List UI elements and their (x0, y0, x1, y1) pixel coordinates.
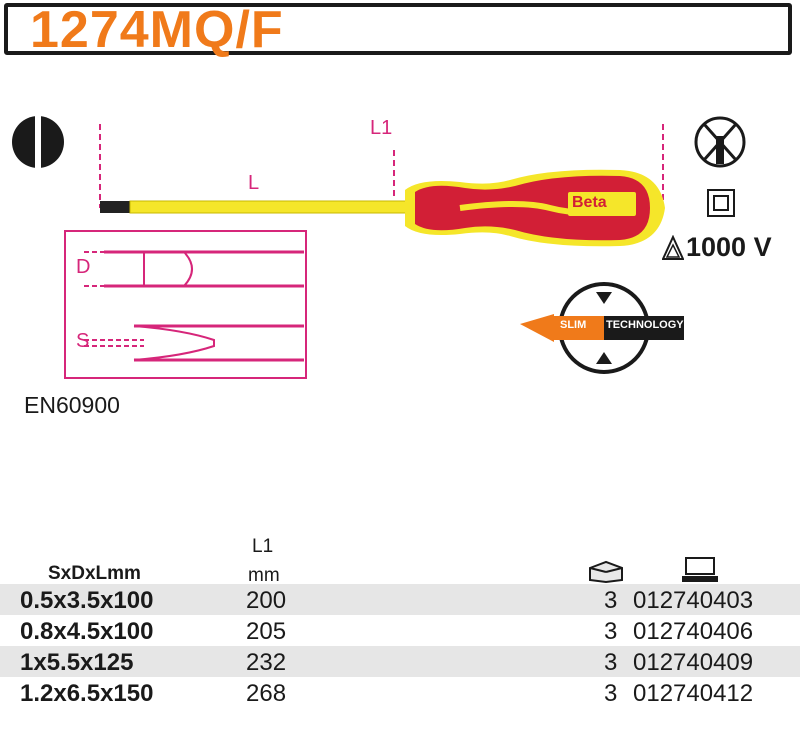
slim-label: SLIM (560, 319, 587, 331)
technology-label: TECHNOLOGY (606, 319, 684, 331)
table-row: 1.2x6.5x150 268 3 012740412 (0, 677, 800, 708)
cell-l1: 268 (246, 680, 287, 707)
cell-code: 012740406 (633, 618, 754, 645)
tip-detail-diagram (64, 230, 307, 379)
cell-qty: 3 (604, 618, 618, 645)
cell-size: 0.5x3.5x100 (20, 587, 154, 614)
table-row: 0.5x3.5x100 200 3 012740403 (0, 584, 800, 615)
cell-size: 1.2x6.5x150 (20, 680, 154, 707)
cell-qty: 3 (604, 649, 618, 676)
voltage-triangle-icon (662, 234, 684, 260)
toolbox-icon (589, 560, 623, 584)
slim-technology-badge (520, 282, 684, 374)
dimension-label-l1: L1 (370, 117, 393, 139)
header-mm: mm (248, 565, 280, 586)
table-row: 1x5.5x125 232 3 012740409 (0, 646, 800, 677)
cell-qty: 3 (604, 587, 618, 614)
cell-code: 012740409 (633, 649, 754, 676)
cell-l1: 200 (246, 587, 287, 614)
brand-logo: Beta (572, 194, 607, 211)
voltage-rating: 1000 V (662, 232, 772, 263)
cell-qty: 3 (604, 680, 618, 707)
dimension-label-l: L (248, 172, 260, 194)
header-size: SxDxLmm (48, 563, 141, 584)
computer-icon (682, 557, 718, 582)
standard-label: EN60900 (24, 392, 120, 418)
table-row: 0.8x4.5x100 205 3 012740406 (0, 615, 800, 646)
cell-code: 012740412 (633, 680, 754, 707)
cell-l1: 232 (246, 649, 287, 676)
slotted-tip-icon (12, 114, 64, 172)
cell-size: 1x5.5x125 (20, 649, 134, 676)
product-table: 0.5x3.5x100 200 3 012740403 0.8x4.5x100 … (0, 584, 800, 708)
insulated-tool-symbol-icon (694, 116, 746, 168)
title-bar: 1274MQ/F (4, 1, 792, 59)
product-title: 1274MQ/F (30, 1, 284, 59)
double-insulation-icon (707, 189, 735, 217)
voltage-value: 1000 V (686, 232, 772, 262)
cell-code: 012740403 (633, 587, 754, 614)
cell-l1: 205 (246, 618, 287, 645)
screwdriver-drawing (99, 124, 665, 247)
cell-size: 0.8x4.5x100 (20, 618, 154, 645)
header-l1: L1 (252, 536, 274, 557)
dimension-label-d: D (76, 256, 91, 278)
dimension-label-s: S (76, 330, 90, 352)
